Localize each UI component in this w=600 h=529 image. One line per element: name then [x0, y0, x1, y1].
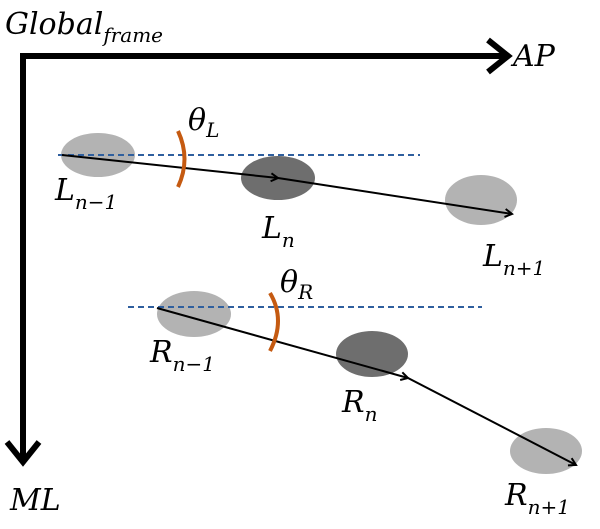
ap-axis-arrowhead — [486, 37, 513, 75]
left-footprint-next-label: Ln+1 — [482, 239, 545, 280]
left-footprint-current-label: Ln — [261, 211, 295, 252]
right-footprint-current-label: Rn — [341, 385, 377, 426]
right-angle-label: θR — [280, 265, 313, 304]
ml-axis-arrowhead — [4, 440, 42, 467]
right-footprint-current — [336, 331, 408, 377]
left-footprint-next — [445, 175, 517, 225]
ml-axis-label: ML — [9, 483, 61, 518]
left-foot-sequence — [58, 130, 517, 225]
global-frame-axes — [4, 37, 513, 467]
global-frame-main: Global — [5, 7, 103, 42]
right-footprint-next — [510, 428, 582, 474]
left-step-vector-2 — [277, 177, 512, 214]
left-angle-arc — [176, 130, 187, 188]
global-frame-sub: frame — [101, 23, 163, 47]
right-angle-arc — [268, 291, 280, 352]
left-footprint-prev-label: Ln−1 — [54, 173, 117, 214]
right-footprint-next-label: Rn+1 — [504, 478, 570, 519]
right-foot-sequence — [128, 291, 582, 474]
ap-axis-label: AP — [510, 39, 556, 74]
left-step-vector-1 — [61, 154, 278, 178]
right-footprint-prev-label: Rn−1 — [149, 335, 215, 376]
right-step-vector-2 — [407, 377, 576, 465]
left-angle-label: θL — [188, 103, 219, 142]
global-frame-label: Globalframe — [5, 7, 163, 47]
right-footprint-prev — [157, 291, 231, 337]
right-step-vector-1 — [156, 307, 408, 378]
